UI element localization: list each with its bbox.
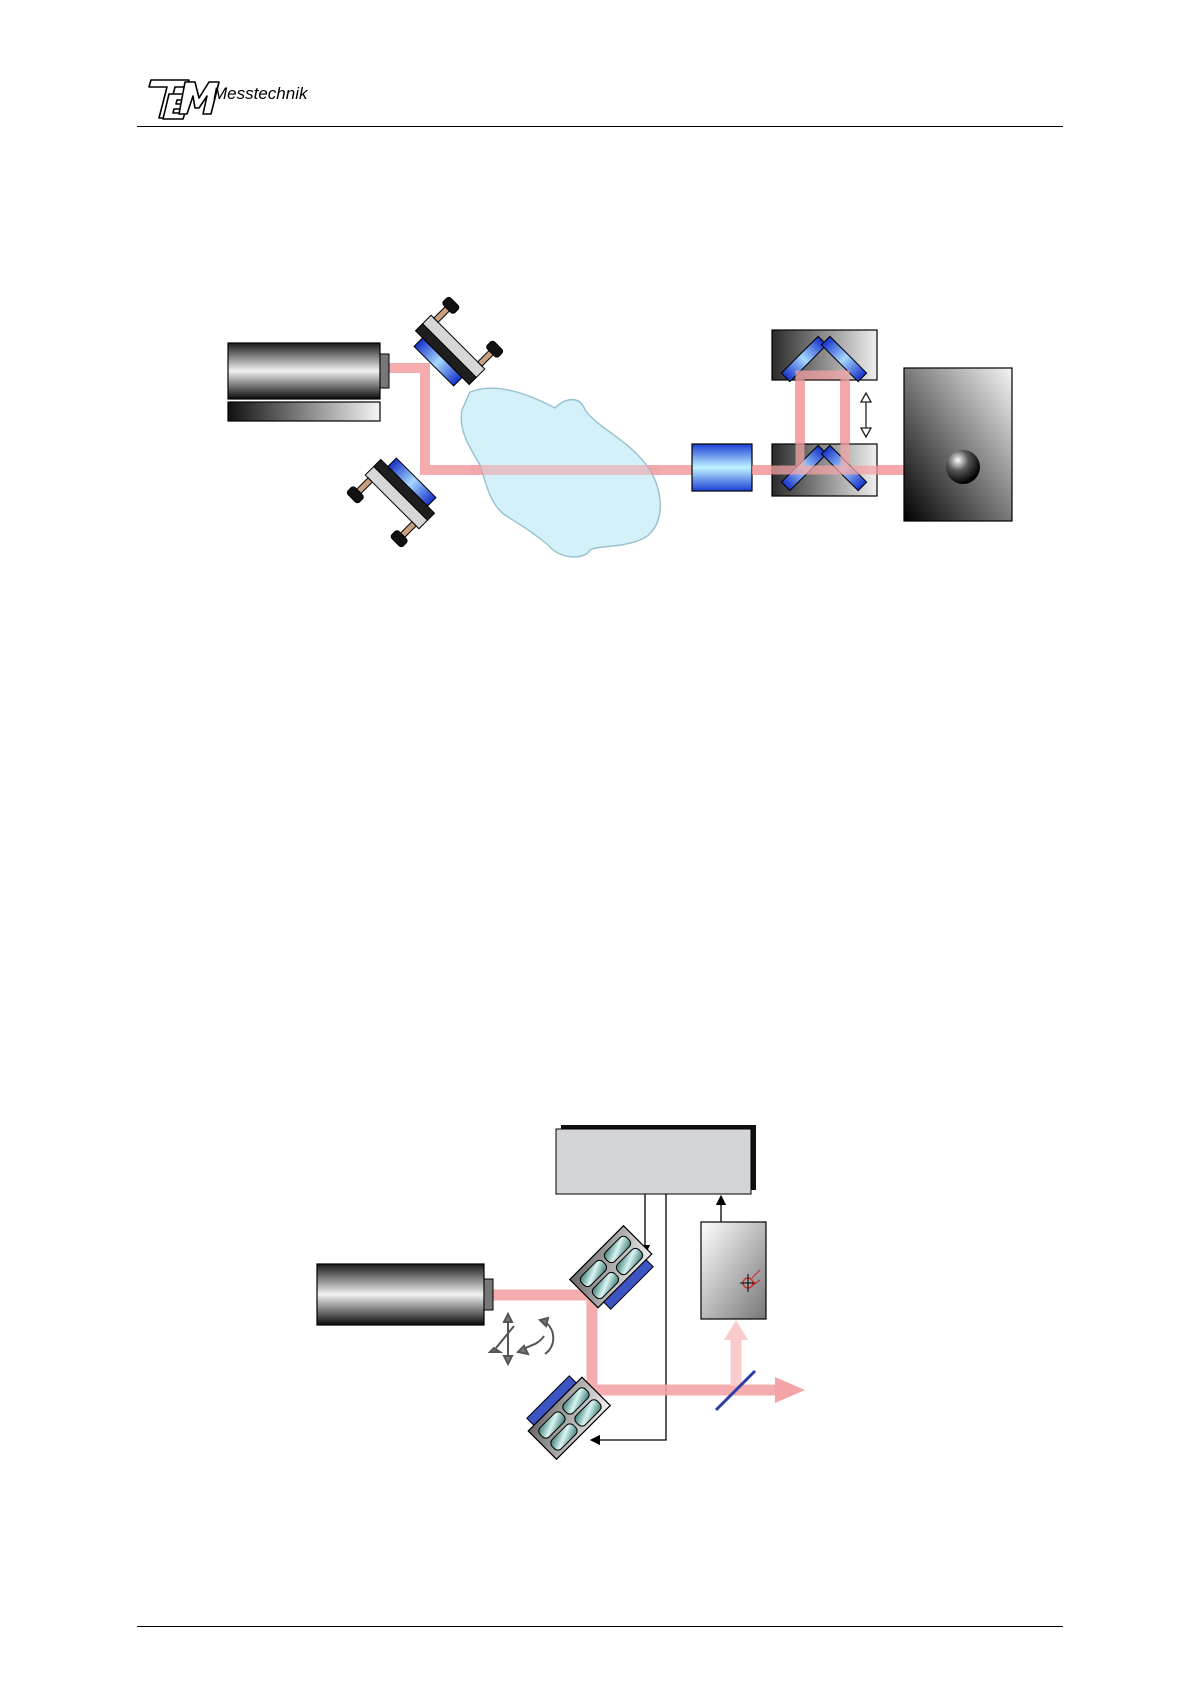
position-sensor bbox=[701, 1222, 766, 1319]
translation-arrow bbox=[861, 393, 871, 437]
laser-source bbox=[228, 343, 389, 421]
output-arrowhead bbox=[775, 1377, 805, 1403]
detector-housing bbox=[904, 368, 1012, 521]
lens-element bbox=[692, 444, 752, 491]
figure-beam-path bbox=[228, 296, 1012, 557]
figure-stabilization bbox=[317, 1125, 805, 1459]
laser-source-2 bbox=[317, 1264, 493, 1325]
sampled-beam bbox=[724, 1320, 748, 1386]
alignment-axes-icon bbox=[490, 1314, 553, 1364]
controller-box bbox=[556, 1125, 756, 1194]
